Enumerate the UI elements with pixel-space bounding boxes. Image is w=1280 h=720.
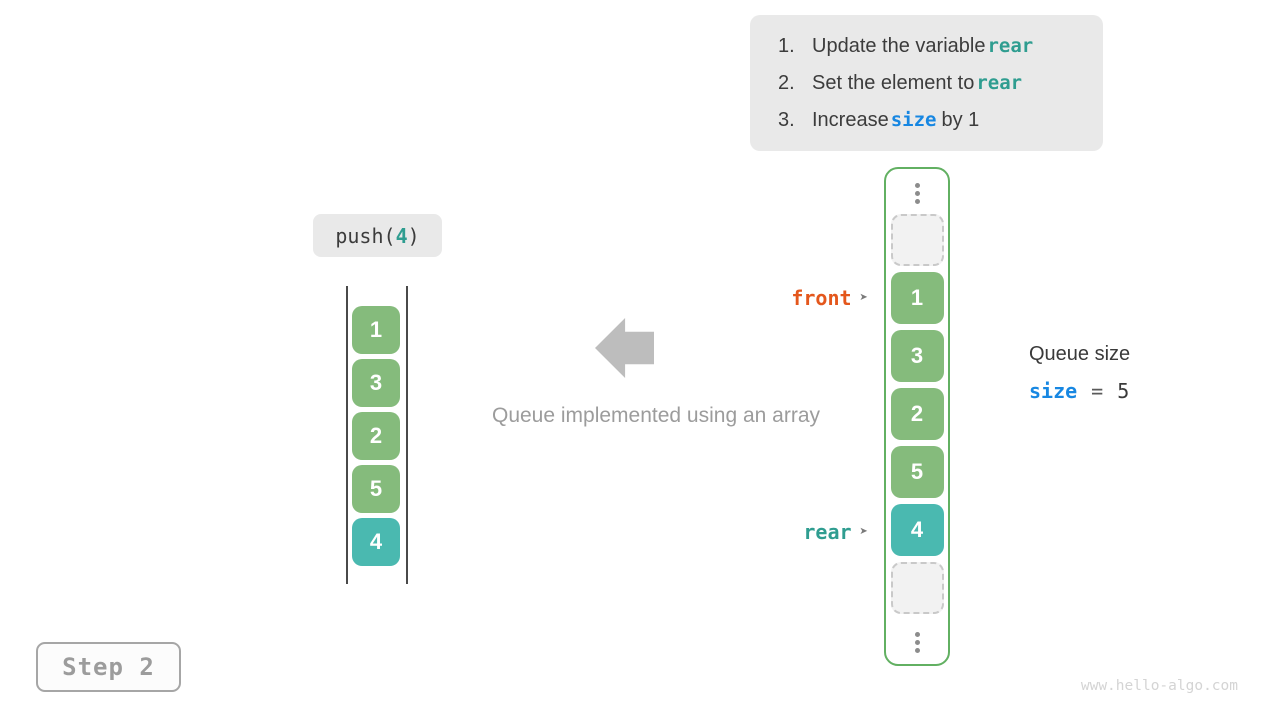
instruction-item: 1. Update the variable rear: [778, 35, 1103, 58]
size-value: 5: [1117, 379, 1130, 403]
code-token-rear: rear: [987, 34, 1034, 57]
instruction-text: Update the variable: [812, 34, 986, 57]
equals-sign: =: [1091, 379, 1104, 403]
array-cell: 2: [890, 388, 944, 440]
instruction-item: 2. Set the element to rear: [778, 72, 1103, 95]
push-operation-label: push(4): [313, 214, 442, 257]
size-variable: size: [1029, 379, 1078, 403]
instruction-suffix: by 1: [941, 108, 980, 131]
queue-size-block: Queue size size = 5: [1029, 343, 1130, 403]
queue-cell: 1: [352, 306, 400, 354]
queue-cell: 5: [352, 465, 400, 513]
array-container: 1 3 2 5 4: [884, 167, 950, 666]
array-cell: 4: [890, 504, 944, 556]
queue-cell: 2: [352, 412, 400, 460]
rear-arrow-icon: ➤: [859, 524, 868, 540]
diagram-caption: Queue implemented using an array: [491, 404, 821, 427]
array-cell-empty: [890, 562, 944, 614]
ellipsis-bottom-icon: [914, 632, 920, 653]
queue-size-title: Queue size: [1029, 343, 1131, 365]
queue-cell: 4: [352, 518, 400, 566]
array-cell-empty: [890, 214, 944, 266]
array-cell: 3: [890, 330, 944, 382]
push-suffix: ): [407, 223, 420, 248]
code-token-size: size: [890, 108, 937, 131]
instruction-number: 3.: [778, 108, 795, 131]
queue-size-value-row: size = 5: [1029, 379, 1130, 403]
queue-cell: 3: [352, 359, 400, 407]
array-cell: 5: [890, 446, 944, 498]
instruction-number: 2.: [778, 71, 795, 94]
push-prefix: push(: [335, 223, 396, 248]
code-token-rear: rear: [976, 71, 1023, 94]
instruction-text: Increase: [812, 108, 889, 131]
push-argument: 4: [395, 223, 408, 248]
instruction-number: 1.: [778, 34, 795, 57]
rear-pointer-text: rear: [803, 520, 852, 544]
instruction-text: Set the element to: [812, 71, 975, 94]
left-arrow-icon: [595, 318, 654, 378]
instruction-item: 3. Increase size by 1: [778, 109, 1103, 132]
instruction-box: 1. Update the variable rear 2. Set the e…: [750, 15, 1103, 151]
abstract-queue: 1 3 2 5 4: [352, 306, 400, 566]
watermark: www.hello-algo.com: [1080, 678, 1238, 694]
front-pointer-text: front: [791, 286, 852, 310]
front-arrow-icon: ➤: [859, 290, 868, 306]
queue-rail-right: [406, 286, 408, 584]
array-cell: 1: [890, 272, 944, 324]
rear-pointer: rear ➤: [760, 520, 868, 544]
front-pointer: front ➤: [760, 286, 868, 310]
step-badge: Step 2: [36, 642, 181, 692]
ellipsis-top-icon: [914, 183, 920, 204]
queue-rail-left: [346, 286, 348, 584]
